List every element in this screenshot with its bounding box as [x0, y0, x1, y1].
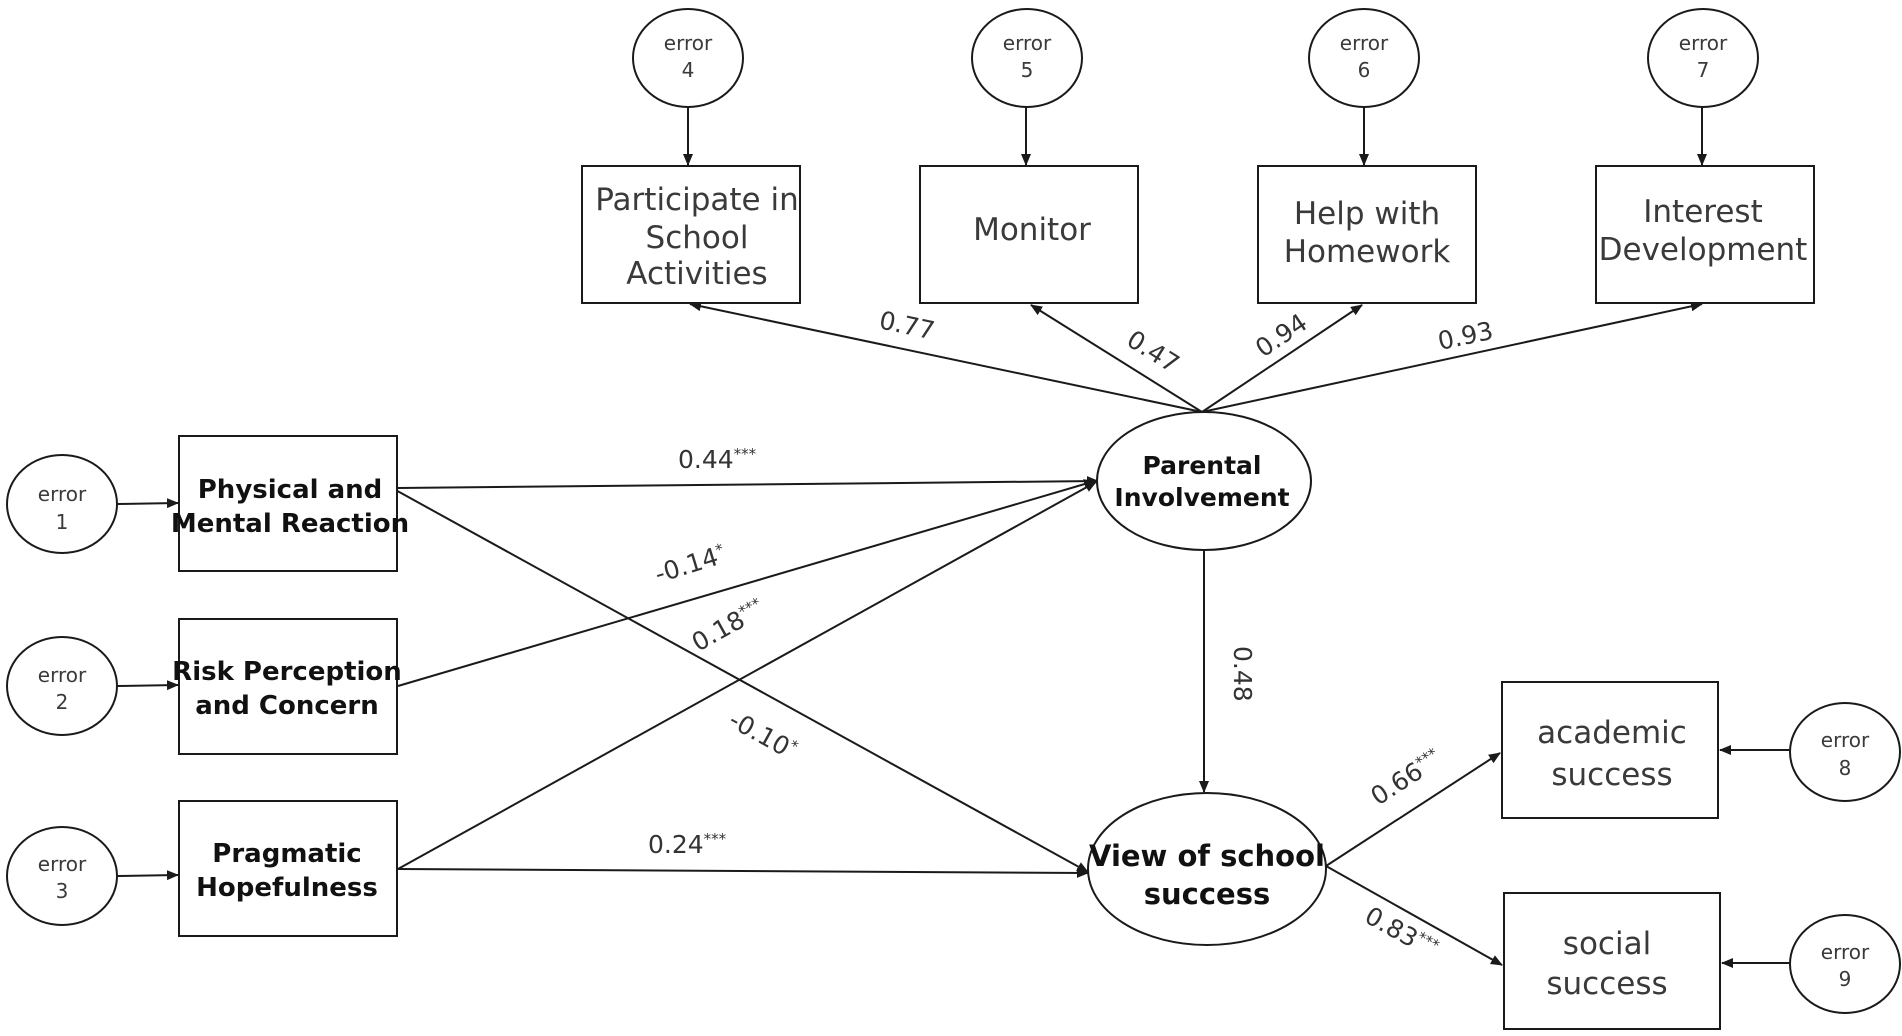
svg-text:Activities: Activities — [626, 256, 767, 292]
node-monitor: Monitor — [919, 165, 1139, 304]
error-4: error 4 — [632, 8, 744, 108]
coef-physical-view: -0.10* — [724, 705, 802, 766]
coef-pi-view: 0.48 — [1228, 646, 1257, 702]
coef-pi-homework: 0.94 — [1250, 308, 1312, 363]
svg-text:error: error — [38, 852, 87, 876]
svg-text:error: error — [1003, 31, 1052, 55]
svg-text:Risk Perception: Risk Perception — [172, 657, 402, 687]
svg-text:Pragmatic: Pragmatic — [212, 839, 361, 869]
edge-e1-physical — [116, 498, 179, 509]
svg-text:Monitor: Monitor — [973, 212, 1091, 248]
svg-text:academic: academic — [1537, 715, 1687, 751]
coef-physical-pi: 0.44*** — [678, 445, 757, 474]
error-2: error 2 — [6, 636, 118, 736]
coef-view-academic: 0.66*** — [1365, 744, 1447, 811]
svg-text:View of school: View of school — [1089, 839, 1325, 873]
node-academic: academic success — [1501, 681, 1719, 819]
node-homework: Help with Homework — [1257, 165, 1477, 304]
error-3: error 3 — [6, 826, 118, 926]
edge-view-social — [1325, 865, 1503, 966]
svg-text:error: error — [1821, 728, 1870, 752]
svg-text:error: error — [38, 482, 87, 506]
edge-pi-homework — [1201, 304, 1363, 413]
svg-text:4: 4 — [682, 58, 695, 82]
coef-pragmatic-view: 0.24*** — [648, 830, 727, 859]
edge-e3-pragmatic — [116, 870, 179, 881]
node-risk: Risk Perception and Concern — [172, 618, 402, 755]
coef-view-social: 0.83*** — [1360, 901, 1443, 965]
coef-pi-monitor: 0.47 — [1122, 324, 1185, 378]
node-physical: Physical and Mental Reaction — [171, 435, 409, 572]
svg-text:error: error — [1821, 940, 1870, 964]
svg-text:Interest: Interest — [1643, 194, 1762, 230]
svg-text:Development: Development — [1599, 232, 1808, 268]
edge-physical-pi — [397, 476, 1099, 489]
edge-risk-pi — [397, 479, 1096, 687]
svg-text:error: error — [1340, 31, 1389, 55]
svg-text:Physical and: Physical and — [198, 475, 383, 505]
coef-risk-pi: -0.14* — [651, 540, 729, 589]
edge-physical-view — [391, 487, 1089, 873]
svg-text:Mental Reaction: Mental Reaction — [171, 509, 409, 539]
edge-e2-risk — [116, 680, 179, 691]
edge-pragmatic-pi — [397, 481, 1097, 870]
node-participate: Participate in School Activities — [581, 165, 801, 304]
svg-text:success: success — [1546, 966, 1667, 1002]
svg-text:6: 6 — [1358, 58, 1371, 82]
coef-pragmatic-pi: 0.18*** — [687, 594, 770, 658]
svg-text:and Concern: and Concern — [195, 691, 379, 721]
edge-pi-participate — [689, 301, 1203, 413]
edge-pi-interest — [1201, 301, 1703, 413]
node-view-school-success: View of school success — [1087, 792, 1327, 946]
node-parental-involvement: Parental Involvement — [1096, 411, 1312, 551]
edge-view-academic — [1325, 752, 1501, 867]
node-social: social success — [1503, 892, 1721, 1030]
error-5: error 5 — [971, 8, 1083, 108]
error-8: error 8 — [1789, 702, 1901, 802]
error-7: error 7 — [1647, 8, 1759, 108]
node-interest: Interest Development — [1595, 165, 1815, 304]
error-6: error 6 — [1308, 8, 1420, 108]
svg-text:School: School — [646, 220, 749, 256]
svg-text:8: 8 — [1839, 756, 1852, 780]
error-1: error 1 — [6, 454, 118, 554]
svg-text:Participate in: Participate in — [595, 182, 798, 218]
svg-text:Hopefulness: Hopefulness — [196, 873, 378, 903]
svg-text:9: 9 — [1839, 967, 1852, 991]
svg-text:Homework: Homework — [1284, 234, 1451, 270]
svg-text:5: 5 — [1021, 58, 1034, 82]
svg-text:Involvement: Involvement — [1114, 483, 1289, 512]
svg-text:3: 3 — [56, 879, 69, 903]
error-9: error 9 — [1789, 914, 1901, 1014]
node-pragmatic: Pragmatic Hopefulness — [178, 800, 398, 937]
svg-text:error: error — [38, 663, 87, 687]
edge-pi-monitor — [1030, 304, 1203, 413]
svg-text:success: success — [1551, 757, 1672, 793]
coef-pi-participate: 0.77 — [877, 306, 937, 346]
svg-text:success: success — [1144, 877, 1270, 911]
svg-text:7: 7 — [1697, 58, 1710, 82]
svg-text:1: 1 — [56, 510, 69, 534]
svg-text:social: social — [1563, 926, 1651, 962]
edge-pragmatic-view — [397, 867, 1089, 878]
svg-text:2: 2 — [56, 690, 69, 714]
svg-text:Parental: Parental — [1143, 451, 1262, 480]
svg-text:error: error — [1679, 31, 1728, 55]
svg-text:Help with: Help with — [1294, 196, 1440, 232]
svg-text:error: error — [664, 31, 713, 55]
